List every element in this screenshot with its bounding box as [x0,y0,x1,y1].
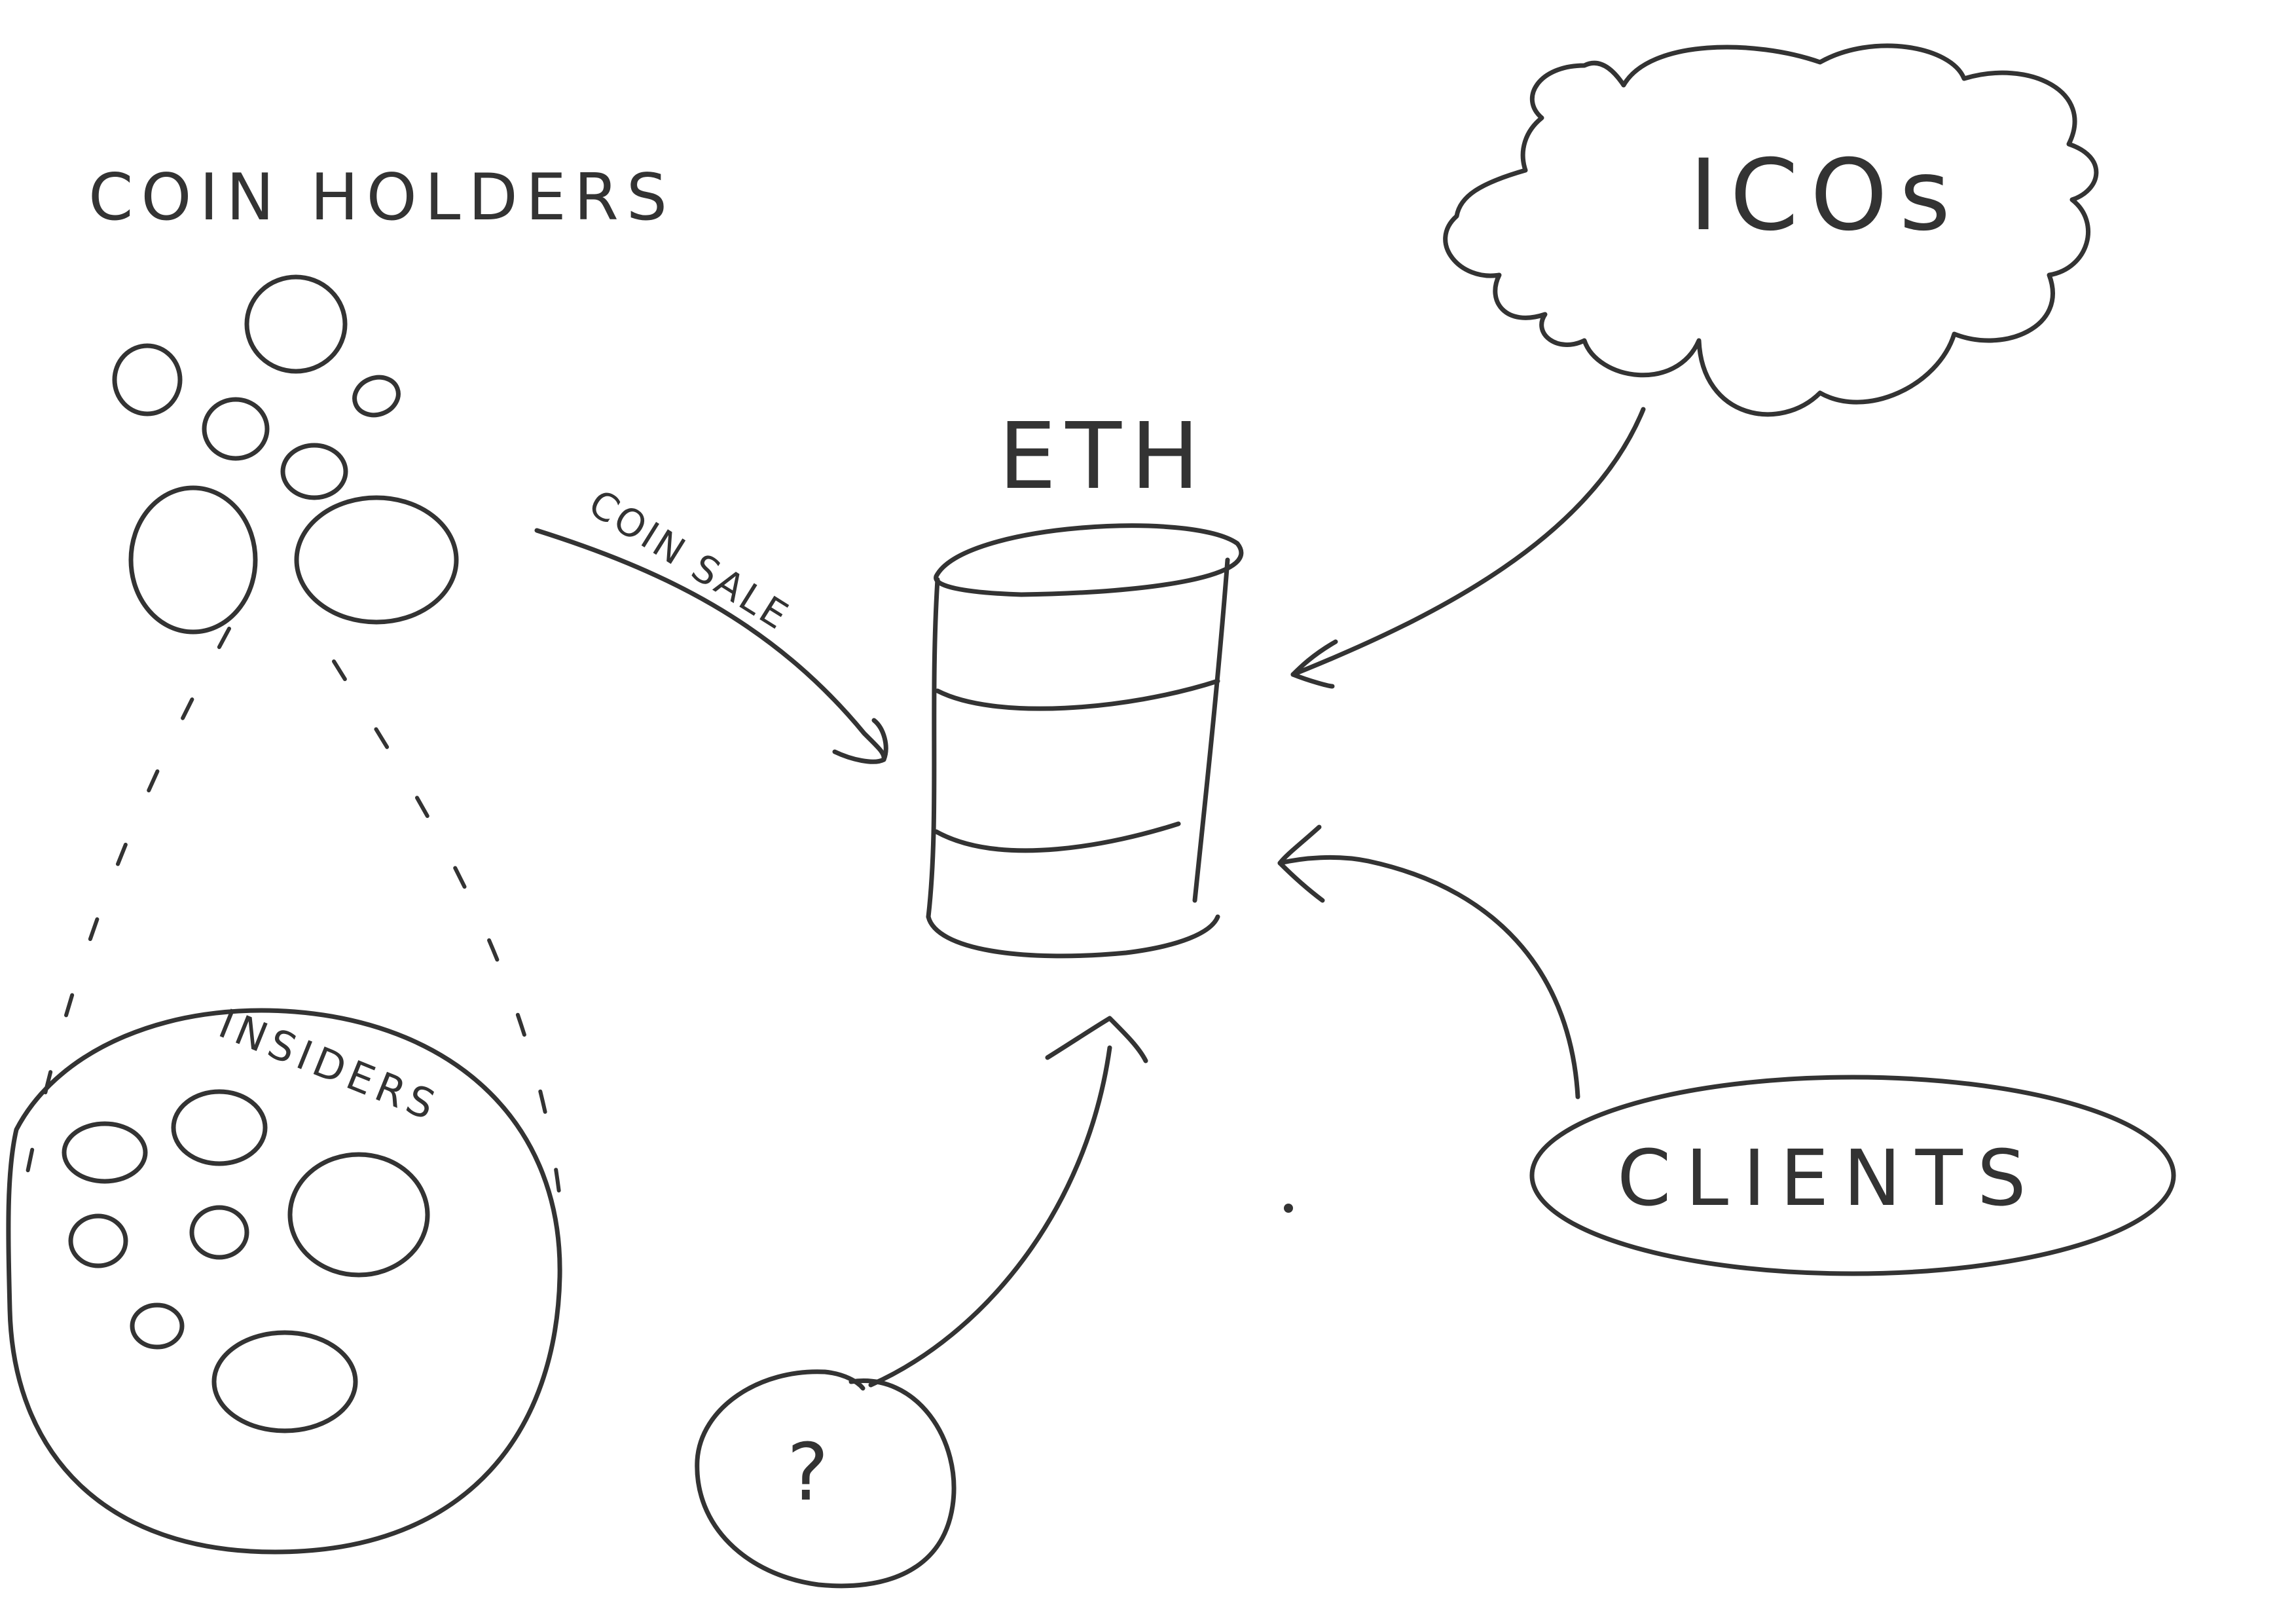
coin [130,1302,185,1350]
coin [202,397,270,461]
coin [287,1152,430,1278]
unknown-label: ? [787,1428,829,1519]
eth-node: ETH [926,403,1244,959]
coin-sale-arrowhead [832,718,888,764]
insiders-label: INSIDERS [212,999,446,1131]
coin [171,1089,268,1166]
paper-speck [1284,1204,1293,1213]
insiders-boundary [6,1008,562,1555]
dashed-line-left [24,627,231,1181]
clients-ellipse [1529,1075,2176,1276]
unknown-circle [695,1369,957,1589]
barrel-hoop-upper [935,678,1220,711]
unknown-edge [868,1016,1148,1388]
clients-label: CLIENTS [1617,1133,2041,1223]
coin [352,375,401,418]
icos-node: ICOs [1443,43,2099,417]
coin [211,1330,358,1433]
coin [280,443,348,500]
coin [294,495,459,625]
clients-edge [1277,824,1580,1099]
coin-holders-node: COIN HOLDERS [88,160,675,635]
coin-sale-arrow [534,528,886,762]
icos-arrowhead [1290,639,1338,689]
unknown-node: ? [695,1369,957,1589]
coin [128,485,258,635]
coin [244,274,348,374]
barrel-hoop-lower [934,821,1181,853]
unknown-arrow [868,1045,1112,1388]
icos-label: ICOs [1689,139,1962,253]
barrel-bottom [926,914,1220,959]
clients-arrow [1277,855,1580,1099]
icos-arrow [1290,407,1646,677]
coin [62,1121,148,1184]
barrel-right-side [1192,557,1230,903]
coin [68,1213,128,1268]
coin-holders-label: COIN HOLDERS [88,160,675,235]
barrel-top [934,523,1244,597]
insiders-node: INSIDERS [6,999,562,1555]
clients-node: CLIENTS [1529,1075,2176,1276]
coin [112,343,183,416]
unknown-arrowhead [1045,1016,1148,1063]
coin [189,1205,249,1260]
icos-edge [1290,407,1646,689]
clients-arrowhead [1277,824,1325,903]
barrel-left-side [926,577,940,919]
icos-cloud [1443,43,2099,417]
zoom-cone-connector [24,627,565,1233]
eth-label: ETH [998,403,1209,510]
coin-sale-edge: COIN SALE [534,481,888,764]
